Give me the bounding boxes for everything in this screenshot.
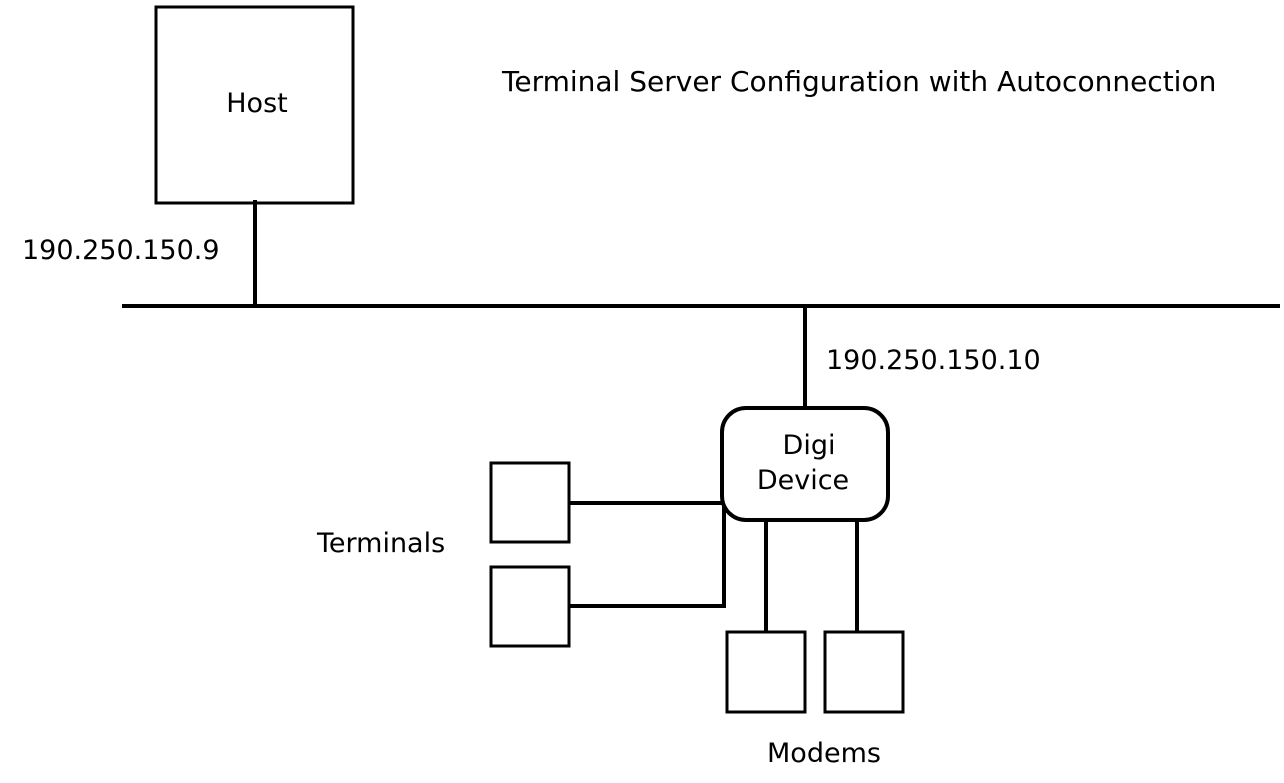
terminal-node-2 <box>489 565 571 648</box>
digi-device-ip-label: 190.250.150.10 <box>826 345 1041 376</box>
digi-device-node <box>720 406 890 522</box>
host-label: Host <box>226 88 287 119</box>
terminal-node-1 <box>489 461 571 544</box>
host-node <box>154 5 355 205</box>
modems-label: Modems <box>767 738 881 769</box>
modem-node-2 <box>823 630 905 714</box>
terminals-label: Terminals <box>316 528 445 559</box>
digi-device-label-line2: Device <box>757 465 849 496</box>
diagram-title: Terminal Server Configuration with Autoc… <box>501 65 1216 98</box>
modem-node-1 <box>725 630 807 714</box>
digi-device-label-line1: Digi <box>783 430 836 461</box>
host-ip-label: 190.250.150.9 <box>22 235 220 266</box>
